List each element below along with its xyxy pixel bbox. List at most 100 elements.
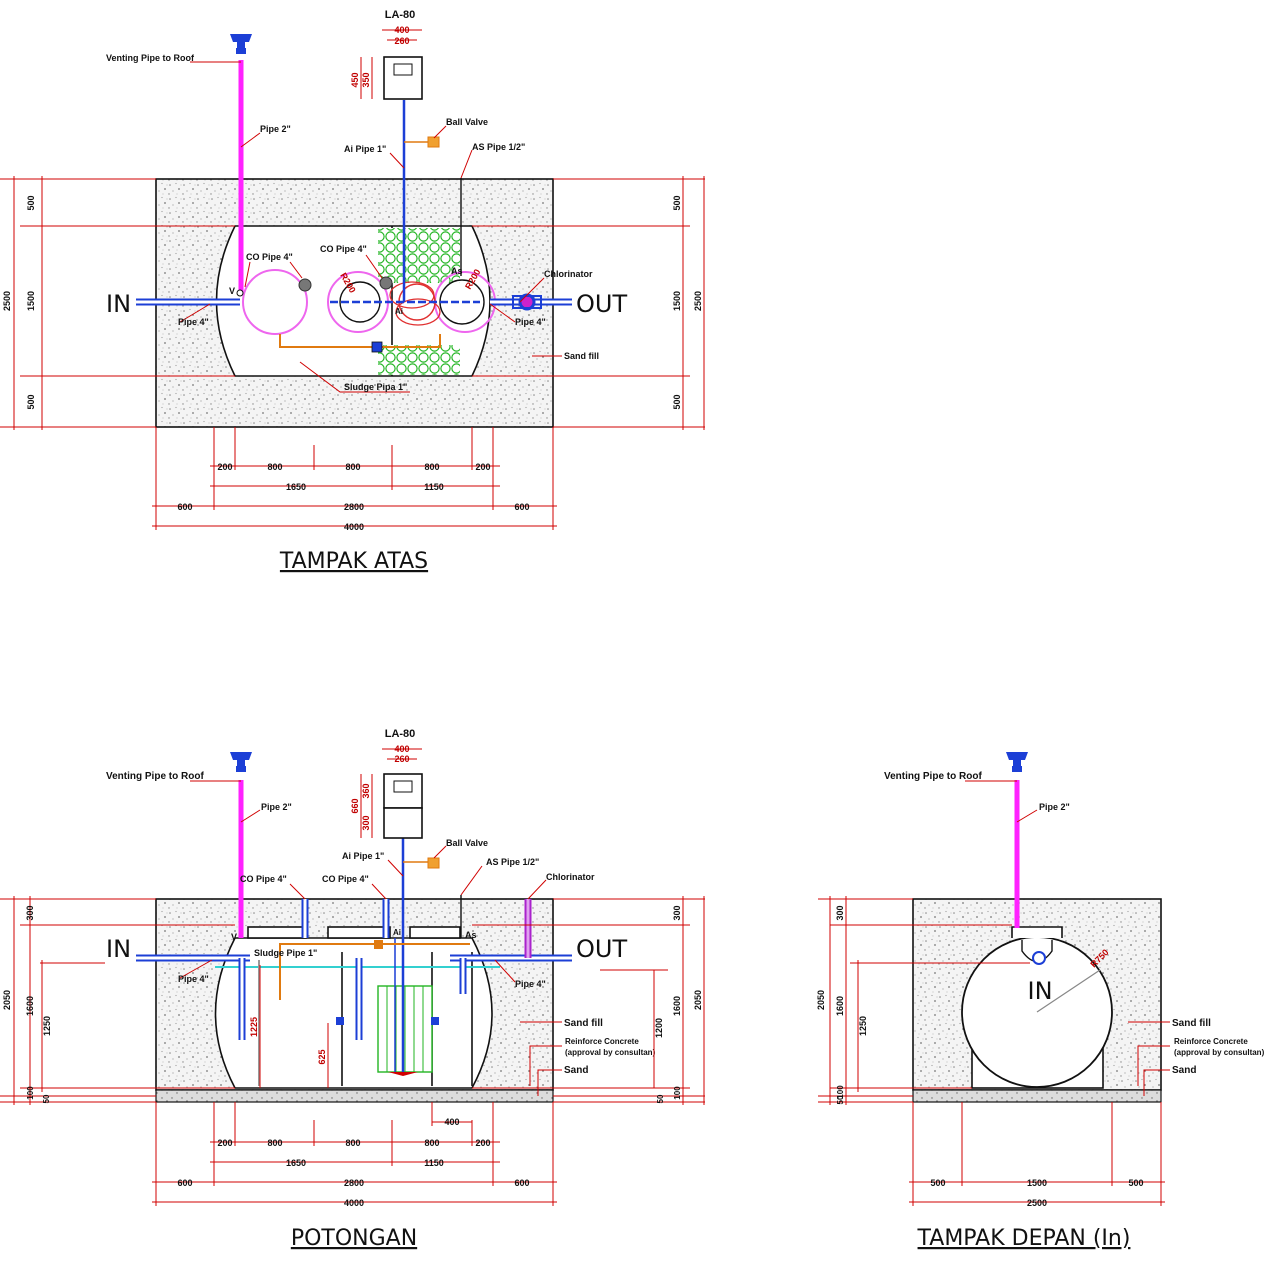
svg-text:V: V bbox=[231, 932, 237, 942]
svg-text:300: 300 bbox=[361, 815, 371, 830]
svg-text:Sludge Pipa 1": Sludge Pipa 1" bbox=[344, 382, 407, 392]
svg-text:800: 800 bbox=[424, 1138, 439, 1148]
svg-text:4000: 4000 bbox=[344, 1198, 364, 1208]
svg-text:1150: 1150 bbox=[424, 482, 444, 492]
section-vent-cap-icon bbox=[230, 752, 252, 768]
svg-text:Ball Valve: Ball Valve bbox=[446, 838, 488, 848]
svg-text:500: 500 bbox=[1128, 1178, 1143, 1188]
svg-text:1600: 1600 bbox=[835, 996, 845, 1016]
svg-text:500: 500 bbox=[930, 1178, 945, 1188]
svg-text:350: 350 bbox=[361, 72, 371, 87]
svg-text:4000: 4000 bbox=[344, 522, 364, 532]
svg-text:CO Pipe 4": CO Pipe 4" bbox=[246, 252, 293, 262]
svg-text:50: 50 bbox=[836, 1095, 845, 1104]
svg-text:Sand: Sand bbox=[564, 1065, 588, 1076]
svg-text:600: 600 bbox=[514, 1178, 529, 1188]
svg-text:2500: 2500 bbox=[693, 291, 703, 311]
top-bottom-dims: 200 800 800 800 200 1650 1150 600 2800 6… bbox=[152, 427, 557, 532]
svg-text:300: 300 bbox=[835, 905, 845, 920]
top-controller-display bbox=[393, 63, 413, 76]
section-bottom-dims: 200 800 800 800 200 1650 1150 600 2800 6… bbox=[152, 1102, 557, 1208]
svg-text:1650: 1650 bbox=[286, 1158, 306, 1168]
svg-text:AS Pipe 1/2": AS Pipe 1/2" bbox=[472, 142, 525, 152]
top-vent-cap-icon bbox=[230, 34, 252, 50]
svg-text:50: 50 bbox=[42, 1094, 51, 1103]
svg-text:450: 450 bbox=[350, 72, 360, 87]
top-in-label: IN bbox=[106, 290, 131, 318]
svg-text:800: 800 bbox=[345, 1138, 360, 1148]
section-sludge-pipe bbox=[279, 943, 470, 1000]
svg-text:600: 600 bbox=[177, 1178, 192, 1188]
svg-text:Pipe 4": Pipe 4" bbox=[178, 974, 209, 984]
top-out-label: OUT bbox=[576, 290, 627, 318]
svg-text:2500: 2500 bbox=[1027, 1198, 1047, 1208]
front-inlet-icon bbox=[1032, 951, 1046, 965]
svg-text:1250: 1250 bbox=[858, 1016, 868, 1036]
svg-text:CO Pipe 4": CO Pipe 4" bbox=[322, 874, 369, 884]
top-co-cap-2 bbox=[379, 276, 393, 290]
top-co-cap-1 bbox=[298, 278, 312, 292]
svg-text:Reinforce Concrete: Reinforce Concrete bbox=[565, 1037, 639, 1046]
svg-text:1500: 1500 bbox=[1027, 1178, 1047, 1188]
top-media-lower bbox=[378, 345, 460, 375]
svg-text:Pipe 4": Pipe 4" bbox=[515, 979, 546, 989]
front-view-title: TAMPAK DEPAN (In) bbox=[917, 1226, 1131, 1251]
svg-text:Ai Pipe 1": Ai Pipe 1" bbox=[344, 144, 386, 154]
svg-text:1650: 1650 bbox=[286, 482, 306, 492]
svg-text:50: 50 bbox=[656, 1094, 665, 1103]
svg-text:Sludge Pipe 1": Sludge Pipe 1" bbox=[254, 948, 317, 958]
svg-text:400: 400 bbox=[444, 1117, 459, 1127]
svg-text:Sand fill: Sand fill bbox=[564, 1018, 603, 1029]
top-controller-box bbox=[383, 56, 423, 100]
svg-text:800: 800 bbox=[267, 462, 282, 472]
svg-text:Chlorinator: Chlorinator bbox=[544, 269, 593, 279]
svg-text:CO Pipe 4": CO Pipe 4" bbox=[320, 244, 367, 254]
svg-text:800: 800 bbox=[424, 462, 439, 472]
svg-text:260: 260 bbox=[394, 36, 409, 46]
svg-text:1250: 1250 bbox=[42, 1016, 52, 1036]
front-base-slab bbox=[912, 1089, 1162, 1103]
svg-text:Ball Valve: Ball Valve bbox=[446, 117, 488, 127]
top-view: LA-80 400 260 450 350 Venting Pipe to Ro… bbox=[0, 9, 705, 574]
svg-text:Reinforce Concrete: Reinforce Concrete bbox=[1174, 1037, 1248, 1046]
front-view: Venting Pipe to Roof Pipe 2" R750 IN San… bbox=[816, 752, 1265, 1251]
front-vent-cap-icon bbox=[1006, 752, 1028, 768]
svg-text:Sand fill: Sand fill bbox=[564, 351, 599, 361]
svg-text:Pipe 4": Pipe 4" bbox=[178, 317, 209, 327]
svg-text:600: 600 bbox=[514, 502, 529, 512]
top-chlorinator-icon bbox=[518, 293, 536, 311]
svg-text:100: 100 bbox=[673, 1086, 682, 1100]
svg-text:2050: 2050 bbox=[693, 990, 703, 1010]
svg-text:Ai: Ai bbox=[395, 307, 403, 316]
svg-text:800: 800 bbox=[345, 462, 360, 472]
top-view-title: TAMPAK ATAS bbox=[279, 549, 428, 574]
top-controller-name: LA-80 bbox=[385, 9, 416, 21]
svg-text:800: 800 bbox=[267, 1138, 282, 1148]
svg-text:2050: 2050 bbox=[2, 990, 12, 1010]
svg-text:(approval by consultan): (approval by consultan) bbox=[1174, 1048, 1265, 1057]
svg-text:Venting Pipe to Roof: Venting Pipe to Roof bbox=[884, 771, 982, 782]
svg-text:V: V bbox=[229, 286, 235, 296]
section-out-label: OUT bbox=[576, 935, 627, 963]
svg-text:Venting Pipe to Roof: Venting Pipe to Roof bbox=[106, 53, 195, 63]
section-controller-box bbox=[383, 773, 423, 809]
svg-text:Pipe 2": Pipe 2" bbox=[261, 802, 292, 812]
svg-text:100: 100 bbox=[836, 1085, 845, 1099]
front-in-label: IN bbox=[1027, 977, 1052, 1005]
svg-text:360: 360 bbox=[361, 783, 371, 798]
svg-text:Pipe 2": Pipe 2" bbox=[1039, 802, 1070, 812]
section-ball-valve-icon bbox=[427, 857, 440, 869]
svg-text:Pipe 4": Pipe 4" bbox=[515, 317, 546, 327]
svg-text:AS Pipe 1/2": AS Pipe 1/2" bbox=[486, 857, 539, 867]
svg-text:(approval by consultan): (approval by consultan) bbox=[565, 1048, 656, 1057]
svg-text:625: 625 bbox=[317, 1049, 327, 1064]
svg-text:300: 300 bbox=[25, 905, 35, 920]
svg-text:As: As bbox=[451, 266, 463, 276]
svg-text:2500: 2500 bbox=[2, 291, 12, 311]
svg-text:1500: 1500 bbox=[26, 291, 36, 311]
svg-text:500: 500 bbox=[26, 195, 36, 210]
section-base-slab bbox=[155, 1089, 554, 1103]
section-in-label: IN bbox=[106, 935, 131, 963]
svg-text:Sand fill: Sand fill bbox=[1172, 1018, 1211, 1029]
